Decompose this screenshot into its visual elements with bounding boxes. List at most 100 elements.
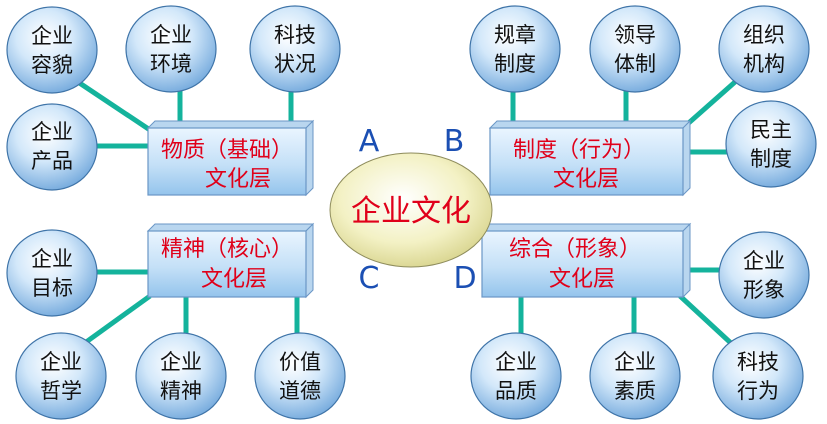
- bubble-d-2-line2: 品质: [495, 379, 537, 403]
- bubble-b-1-line2: 制度: [494, 52, 536, 76]
- bubble-d-3-line1: 企业: [614, 350, 656, 374]
- bubble-d-4-line1: 科技: [737, 350, 779, 374]
- bubble-c-1: 企业 目标: [6, 229, 98, 317]
- bubble-d-1: 企业 形象: [718, 231, 810, 319]
- bubble-a-1-line2: 容貌: [31, 53, 73, 77]
- bubble-b-2-line1: 领导: [614, 23, 656, 47]
- bubble-a-2-shape: [125, 5, 217, 93]
- bubble-a-2-line1: 企业: [150, 23, 192, 47]
- box-c-front: [147, 230, 307, 298]
- bubble-c-1-line2: 目标: [31, 276, 73, 300]
- bubble-c-1-shape: [6, 229, 98, 317]
- box-a-side: [305, 119, 314, 197]
- bubble-b-3: 组织 机构: [718, 5, 810, 93]
- center-node: 企业文化: [329, 152, 493, 268]
- bubble-b-4-shape: [725, 100, 817, 188]
- bubble-b-1: 规章 制度: [469, 5, 561, 93]
- bubble-b-2-shape: [589, 5, 681, 93]
- letter-d: D: [453, 261, 476, 296]
- connector-a-1: [73, 77, 152, 133]
- bubble-c-3-shape: [135, 332, 227, 420]
- bubble-c-3-line1: 企业: [160, 350, 202, 374]
- connector-b-3: [681, 80, 737, 130]
- box-b-top: [488, 120, 692, 129]
- bubble-b-1-shape: [469, 5, 561, 93]
- layer-b-subtitle: 文化层: [553, 167, 619, 192]
- center-ellipse: [329, 152, 493, 268]
- connector-c-2: [80, 293, 152, 348]
- bubble-c-4-line1: 价值: [279, 350, 321, 374]
- bubble-c-4-shape: [254, 332, 346, 420]
- bubble-b-3-shape: [718, 5, 810, 93]
- bubble-a-1-shape: [6, 6, 98, 94]
- bubble-d-2: 企业 品质: [470, 332, 562, 420]
- bubble-a-3: 科技 状况: [249, 5, 341, 93]
- bubble-b-2: 领导 体制: [589, 5, 681, 93]
- layer-d-title: 综合（形象）: [509, 237, 641, 262]
- bubble-a-3-shape: [249, 5, 341, 93]
- bubble-c-2-shape: [15, 332, 107, 420]
- bubble-a-1-line1: 企业: [31, 24, 73, 48]
- bubble-a-4-line1: 企业: [31, 120, 73, 144]
- bubble-a-4-shape: [6, 103, 98, 191]
- bubble-d-4-line2: 行为: [737, 379, 779, 403]
- bubble-b-3-line1: 组织: [743, 23, 785, 47]
- bubble-a-3-line2: 状况: [274, 52, 316, 76]
- connector-d-4: [678, 294, 735, 347]
- bubble-a-2-line2: 环境: [150, 52, 192, 76]
- bubble-c-3-line2: 精神: [160, 379, 202, 403]
- bubble-c-2-line2: 哲学: [40, 379, 82, 403]
- bubble-a-4-line2: 产品: [31, 149, 73, 173]
- layer-box-d: 综合（形象） 文化层: [480, 222, 692, 299]
- layer-box-b: 制度（行为） 文化层: [488, 119, 692, 197]
- bubble-b-4-line2: 制度: [750, 147, 792, 171]
- box-c-side: [305, 222, 314, 299]
- layer-box-a: 物质（基础） 文化层: [146, 119, 315, 197]
- bubble-b-1-line1: 规章: [494, 23, 536, 47]
- center-label: 企业文化: [351, 194, 471, 229]
- letter-b: B: [444, 124, 465, 159]
- bubble-c-2-line1: 企业: [40, 350, 82, 374]
- bubble-d-4-shape: [712, 332, 804, 420]
- bubble-c-3: 企业 精神: [135, 332, 227, 420]
- bubble-b-4: 民主 制度: [725, 100, 817, 188]
- box-d-side: [682, 222, 691, 299]
- letter-c: C: [359, 261, 380, 296]
- box-a-front: [147, 127, 307, 196]
- bubble-b-2-line2: 体制: [614, 52, 656, 76]
- layer-a-title: 物质（基础）: [161, 138, 293, 163]
- bubble-d-2-shape: [470, 332, 562, 420]
- bubble-d-3-shape: [589, 332, 681, 420]
- letter-a: A: [359, 124, 380, 159]
- bubble-c-4-line2: 道德: [279, 379, 321, 403]
- bubble-d-3: 企业 素质: [589, 332, 681, 420]
- bubble-a-1: 企业 容貌: [6, 6, 98, 94]
- layer-box-c: 精神（核心） 文化层: [146, 222, 315, 299]
- bubble-d-1-shape: [718, 231, 810, 319]
- box-d-front: [481, 230, 684, 298]
- bubble-d-1-line2: 形象: [743, 278, 785, 302]
- bubble-c-1-line1: 企业: [31, 247, 73, 271]
- layer-d-subtitle: 文化层: [549, 267, 615, 292]
- bubble-d-2-line1: 企业: [495, 350, 537, 374]
- box-c-top: [146, 223, 315, 232]
- layer-a-subtitle: 文化层: [205, 167, 271, 192]
- box-d-top: [480, 223, 692, 232]
- box-b-side: [682, 119, 691, 197]
- layer-b-title: 制度（行为）: [513, 138, 645, 163]
- bubble-d-1-line1: 企业: [743, 249, 785, 273]
- bubble-a-2: 企业 环境: [125, 5, 217, 93]
- box-a-top: [146, 120, 315, 129]
- bubble-c-2: 企业 哲学: [15, 332, 107, 420]
- bubble-c-4: 价值 道德: [254, 332, 346, 420]
- bubble-b-4-line1: 民主: [750, 118, 792, 142]
- bubble-d-4: 科技 行为: [712, 332, 804, 420]
- layer-c-title: 精神（核心）: [161, 237, 293, 262]
- bubble-a-4: 企业 产品: [6, 103, 98, 191]
- box-b-front: [489, 127, 684, 196]
- bubble-d-3-line2: 素质: [614, 379, 656, 403]
- layer-c-subtitle: 文化层: [201, 267, 267, 292]
- bubble-b-3-line2: 机构: [743, 52, 785, 76]
- bubble-a-3-line1: 科技: [274, 23, 316, 47]
